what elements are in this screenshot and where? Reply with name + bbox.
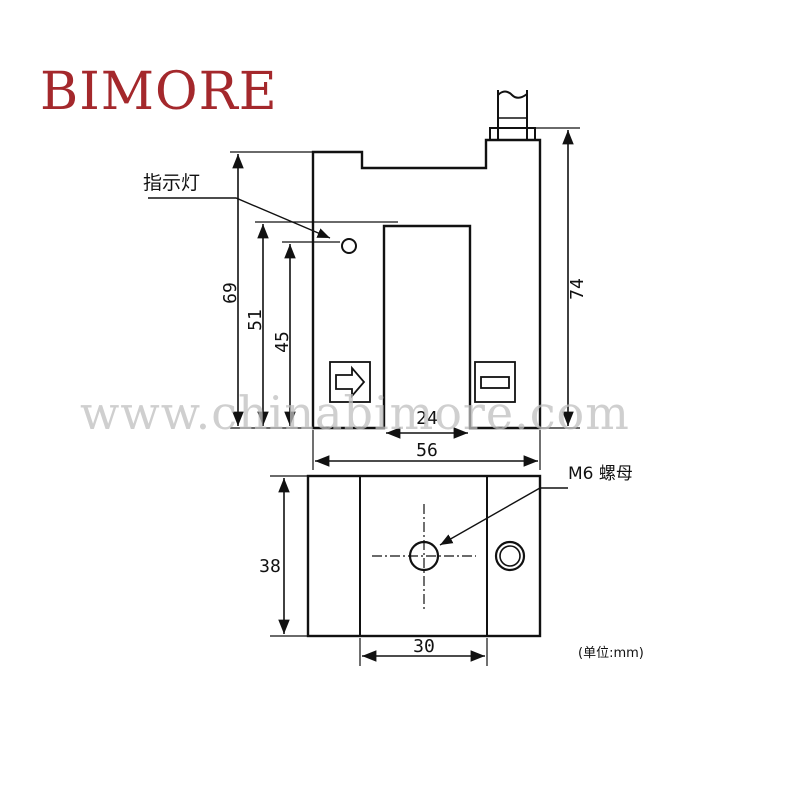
extension-lines <box>230 127 580 666</box>
dim-text-56: 56 <box>416 440 438 461</box>
unit-label: (单位:mm) <box>578 646 644 661</box>
arrow-right-icon <box>329 361 371 403</box>
dim-text-24: 24 <box>416 408 438 429</box>
nut-leader <box>439 487 568 546</box>
dim-text-45: 45 <box>272 331 293 353</box>
mount-hole-inner <box>499 545 521 567</box>
dim-text-69: 69 <box>220 282 241 304</box>
mount-hole-outer <box>494 540 526 572</box>
dim-text-30: 30 <box>413 636 435 657</box>
dim-text-38: 38 <box>259 556 281 577</box>
cable <box>489 90 536 141</box>
sensor-body-outline <box>311 138 542 430</box>
indicator-label: 指示灯 <box>143 172 200 194</box>
nut-label: M6 螺母 <box>568 464 633 484</box>
dim-text-51: 51 <box>245 309 266 331</box>
dim-text-74: 74 <box>567 278 588 300</box>
indicator-led <box>341 238 357 254</box>
receiver-window-icon <box>474 361 516 403</box>
brand-logo: BIMORE <box>40 62 278 122</box>
center-lines <box>372 504 476 610</box>
watermark: www.chinabimore.com <box>80 386 630 440</box>
indicator-leader <box>148 197 331 239</box>
bottom-view-outline <box>306 474 542 638</box>
